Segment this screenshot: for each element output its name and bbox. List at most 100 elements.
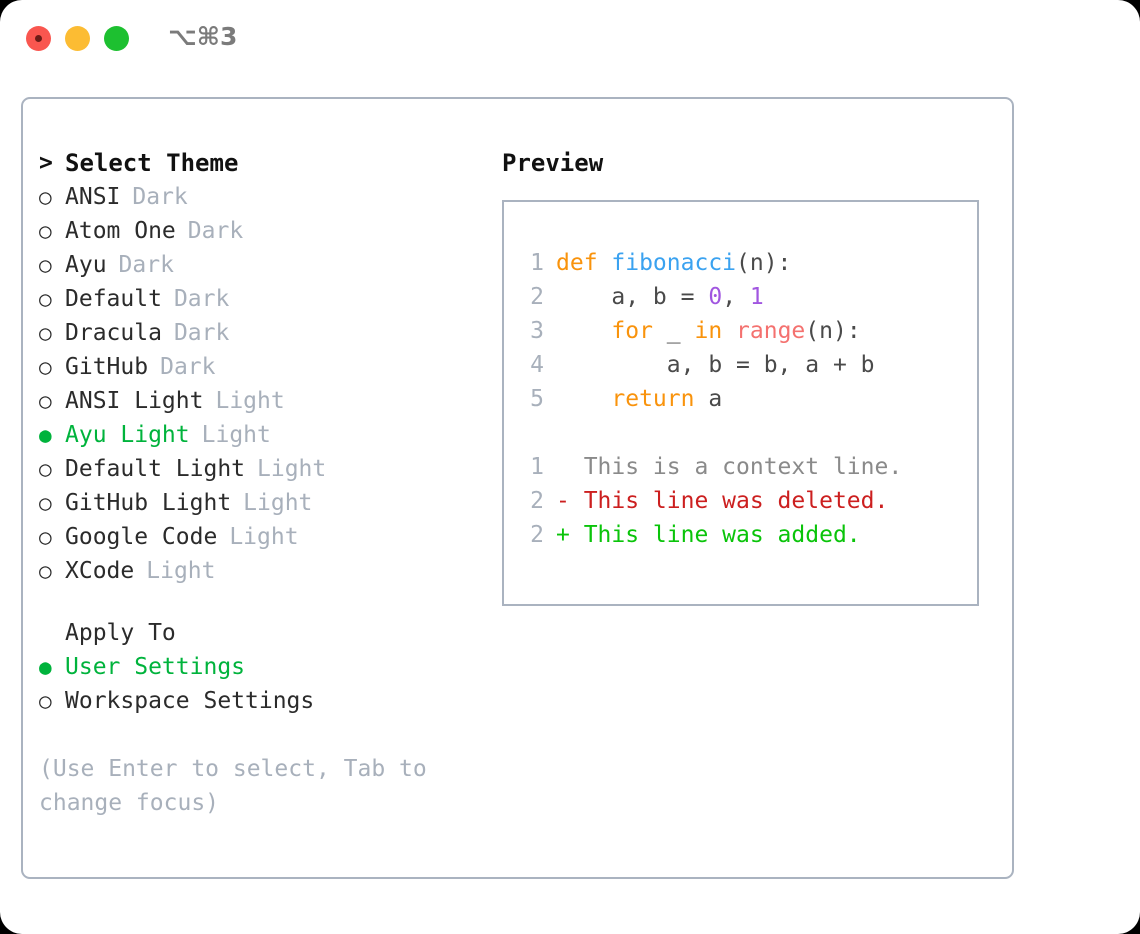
code-line: 3 for _ in range(n):	[518, 314, 977, 348]
code-token: def	[556, 250, 612, 276]
code-token	[722, 318, 736, 344]
theme-option-label: XCode	[65, 558, 135, 584]
radio-unselected-icon: ○	[39, 688, 52, 713]
radio-unselected-icon: ○	[39, 252, 52, 277]
code-line: 5 return a	[518, 382, 977, 416]
apply-to-list: ● User Settings ○ Workspace Settings	[39, 650, 499, 718]
theme-option-label: Default Light	[65, 456, 246, 482]
theme-option[interactable]: ○ Default Light Light	[39, 452, 499, 486]
apply-to-option-label: User Settings	[65, 654, 246, 680]
spacer-icon	[39, 623, 65, 644]
theme-option-label: Atom One	[65, 218, 176, 244]
theme-option-label: Dracula	[65, 320, 162, 346]
apply-to-option[interactable]: ○ Workspace Settings	[39, 684, 499, 718]
preview-title: Preview	[502, 149, 604, 177]
radio-unselected-icon: ○	[39, 286, 52, 311]
maximize-button[interactable]	[104, 26, 129, 51]
theme-option-label: ANSI	[65, 184, 121, 210]
radio-selected-icon: ●	[39, 422, 52, 447]
theme-option-tag: Light	[229, 524, 299, 550]
line-number: 2	[530, 522, 544, 548]
diff-spacer	[518, 416, 977, 450]
caret-icon: >	[39, 149, 53, 176]
theme-option[interactable]: ● Ayu Light Light	[39, 418, 499, 452]
apply-to-option-label: Workspace Settings	[65, 688, 315, 714]
diff-line-text: This is a context line.	[556, 454, 903, 480]
apply-to-label: Apply To	[65, 620, 176, 646]
hint-spacer	[39, 718, 499, 752]
code-token: return	[611, 386, 695, 412]
code-token: a, b = b, a + b	[556, 352, 875, 378]
code-line: 4 a, b = b, a + b	[518, 348, 977, 382]
line-number: 2	[530, 488, 544, 514]
code-token: fibonacci	[611, 250, 737, 276]
window-controls	[26, 26, 129, 51]
radio-unselected-icon: ○	[39, 184, 52, 209]
code-token	[556, 386, 611, 412]
theme-option-tag: Dark	[160, 354, 216, 380]
theme-option-label: Google Code	[65, 524, 218, 550]
code-token: 1	[749, 284, 764, 310]
radio-unselected-icon: ○	[39, 456, 52, 481]
code-token	[556, 318, 611, 344]
code-token: range	[736, 318, 806, 344]
theme-option-tag: Light	[257, 456, 327, 482]
theme-option[interactable]: ○ ANSI Light Light	[39, 384, 499, 418]
theme-option-label: ANSI Light	[65, 388, 204, 414]
theme-option-tag: Dark	[132, 184, 188, 210]
theme-option-tag: Dark	[118, 252, 174, 278]
radio-selected-icon: ●	[39, 654, 52, 679]
keyboard-hint: (Use Enter to select, Tab to change focu…	[39, 756, 441, 816]
theme-option-label: Default	[65, 286, 162, 312]
theme-option-tag: Light	[243, 490, 313, 516]
theme-option[interactable]: ○ ANSI Dark	[39, 180, 499, 214]
radio-unselected-icon: ○	[39, 320, 52, 345]
theme-option-tag: Light	[201, 422, 271, 448]
page-title: Select Theme	[65, 149, 239, 177]
theme-option[interactable]: ○ Ayu Dark	[39, 248, 499, 282]
code-token: _	[652, 318, 695, 344]
theme-option-label: Ayu	[65, 252, 107, 278]
diff-line: 2+ This line was added.	[518, 518, 977, 552]
diff-sample: 1 This is a context line. 2 - This line wa…	[518, 450, 977, 552]
theme-option-tag: Light	[215, 388, 285, 414]
line-number: 2	[530, 284, 544, 310]
line-number: 1	[530, 250, 544, 276]
diff-line: 1 This is a context line.	[518, 450, 977, 484]
theme-picker-heading: > Select Theme	[39, 146, 499, 180]
theme-option-tag: Dark	[173, 320, 230, 346]
theme-option-label: Ayu Light	[65, 422, 190, 448]
line-number: 4	[530, 352, 544, 378]
theme-option[interactable]: ○ Dracula Dark	[39, 316, 499, 350]
title-bar: ⌥⌘3	[0, 0, 1140, 78]
code-token: for	[611, 318, 653, 344]
line-number: 5	[530, 386, 544, 412]
apply-to-option[interactable]: ● User Settings	[39, 650, 499, 684]
theme-option-tag: Dark	[173, 286, 230, 312]
minimize-button[interactable]	[65, 26, 90, 51]
radio-unselected-icon: ○	[39, 388, 52, 413]
diff-line: 2 - This line was deleted.	[518, 484, 977, 518]
theme-option[interactable]: ○ GitHub Dark	[39, 350, 499, 384]
theme-option-tag: Dark	[187, 218, 244, 244]
close-button[interactable]	[26, 26, 51, 51]
theme-option-label: GitHub	[65, 354, 149, 380]
code-line: 2 a, b = 0, 1	[518, 280, 977, 314]
code-token: a	[694, 386, 723, 412]
radio-unselected-icon: ○	[39, 490, 52, 515]
line-number: 1	[530, 454, 544, 480]
theme-option[interactable]: ○ Default Dark	[39, 282, 499, 316]
diff-line-text: - This line was deleted.	[556, 488, 889, 514]
radio-unselected-icon: ○	[39, 354, 52, 379]
code-token: in	[694, 318, 723, 344]
